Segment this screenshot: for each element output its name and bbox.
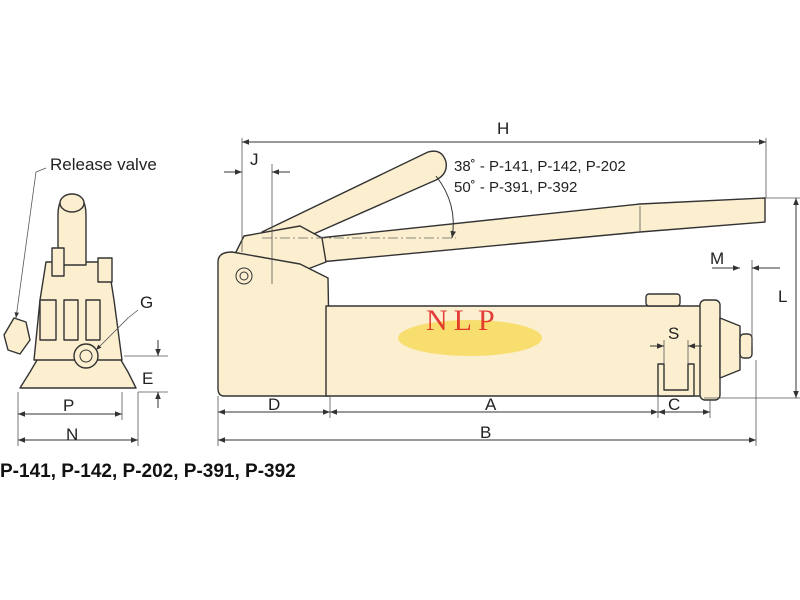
release-valve-label: Release valve	[50, 155, 157, 174]
angle-arc	[435, 175, 456, 239]
release-valve-leader	[14, 167, 47, 319]
watermark-swoosh	[398, 320, 542, 356]
j-label: J	[250, 150, 259, 169]
b-label: B	[480, 423, 491, 442]
filler-cap	[645, 293, 681, 307]
pivot-pin-inner	[239, 271, 249, 281]
a-label: A	[485, 395, 497, 414]
angle-text-1: 38˚ - P-141, P-142, P-202	[454, 158, 626, 175]
port-g-outer	[73, 343, 99, 369]
end-plug	[739, 333, 753, 359]
m-label: M	[710, 249, 724, 268]
watermark-text: NLP	[426, 304, 501, 337]
model-caption: P-141, P-142, P-202, P-391, P-392	[0, 461, 296, 482]
front-view: Release valve G E P N	[3, 155, 168, 446]
g-label: G	[140, 293, 153, 312]
angle-text-2: 50˚ - P-391, P-392	[454, 179, 577, 196]
front-pivot-left	[51, 247, 65, 277]
c-label: C	[668, 395, 680, 414]
front-pivot-right	[97, 257, 113, 283]
release-valve-knob	[3, 317, 31, 355]
l-label: L	[778, 287, 787, 306]
port-g-inner	[79, 349, 93, 363]
s-label: S	[668, 324, 679, 343]
p-label: P	[63, 396, 74, 415]
end-cap	[699, 299, 721, 401]
front-rib-left	[39, 299, 57, 341]
h-label: H	[497, 119, 509, 138]
front-handle-end	[59, 193, 85, 213]
front-rib-right	[85, 299, 101, 341]
pump-head	[217, 251, 331, 397]
e-label: E	[142, 369, 153, 388]
end-cap-boss	[719, 317, 741, 379]
watermark-logo: NLP	[398, 304, 542, 356]
n-label: N	[66, 425, 78, 444]
d-label: D	[268, 395, 280, 414]
pivot-pin	[235, 267, 253, 285]
side-view: 38˚ - P-141, P-142, P-202 50˚ - P-391, P…	[217, 119, 800, 446]
pump-handle-raised	[261, 150, 447, 241]
front-rib-mid	[63, 299, 79, 341]
g-leader	[95, 309, 139, 351]
